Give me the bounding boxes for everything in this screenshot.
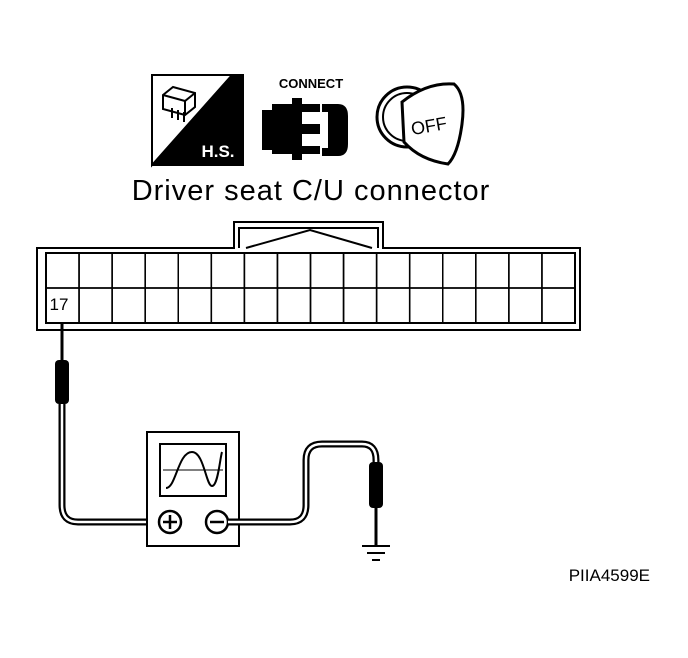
- negative-terminal-icon: [204, 509, 230, 535]
- positive-terminal-icon: [157, 509, 183, 535]
- connect-icon-label: CONNECT: [279, 76, 343, 91]
- positive-probe: [55, 323, 153, 526]
- harness-service-icon: H.S.: [151, 74, 244, 168]
- connector-pin-grid: [45, 252, 576, 324]
- figure-code: PIIA4599E: [568, 566, 650, 585]
- hs-icon-label: H.S.: [201, 142, 234, 161]
- connect-icon: CONNECT: [262, 76, 348, 160]
- pin-17-label: 17: [50, 295, 69, 314]
- connector-housing: [36, 221, 581, 331]
- ground-probe: [228, 440, 383, 545]
- connector-pin-cell: [541, 287, 576, 324]
- connector-title: Driver seat C/U connector: [131, 175, 491, 207]
- ignition-off-icon: OFF: [375, 82, 465, 166]
- ground-icon: [362, 545, 390, 561]
